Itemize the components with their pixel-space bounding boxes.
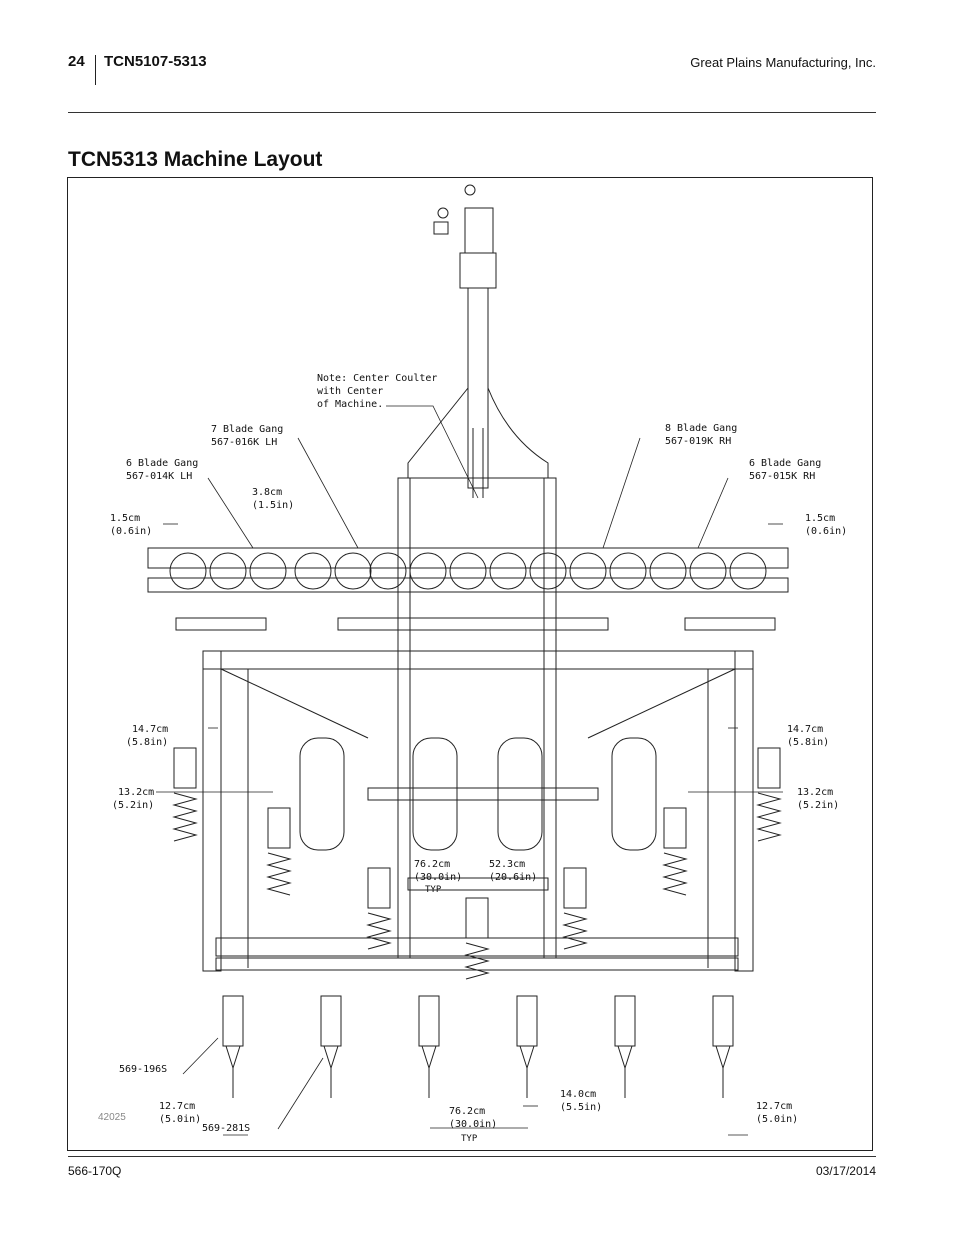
dim-3-8cm: 3.8cm (1.5in) [252,487,295,511]
dim-14-7cm-right: 14.7cm (5.8in) [787,724,830,748]
label-6-blade-gang-lh: 6 Blade Gang 567-014K LH [126,458,199,482]
company-name: Great Plains Manufacturing, Inc. [690,55,876,70]
model-number: TCN5107-5313 [104,53,207,70]
publish-date: 03/17/2014 [815,1164,876,1178]
toolbar-frame [202,477,754,972]
label-8-blade-gang-rh: 8 Blade Gang 567-019K RH [665,423,738,447]
typ-mid: TYP [425,885,442,895]
dim-76-2cm-mid: 76.2cm (30.0in) [414,859,463,883]
shank-springs [172,747,782,980]
dim-14-7cm-left: 14.7cm (5.8in) [126,724,169,748]
dim-1-5cm-right: 1.5cm (0.6in) [805,513,848,537]
dim-52-3cm: 52.3cm (20.6in) [489,859,538,883]
tires [299,737,657,851]
rear-shanks [222,995,734,1098]
hitch-tongue [407,184,549,498]
dim-13-2cm-left: 13.2cm (5.2in) [112,787,155,811]
note-center-coulter: Note: Center Coulter with Center of Mach… [317,373,438,410]
header-divider [95,55,96,85]
dim-13-2cm-right: 13.2cm (5.2in) [797,787,840,811]
part-569-196s: 569-196S [119,1064,168,1075]
dim-12-7cm-right: 12.7cm (5.0in) [756,1101,799,1125]
leader-lines [156,405,783,1136]
figure-number: 42025 [98,1112,126,1123]
dim-1-5cm-left: 1.5cm (0.6in) [110,513,153,537]
part-569-281s: 569-281S [202,1123,251,1134]
machine-drawing [147,184,789,1136]
dim-14-0cm: 14.0cm (5.5in) [560,1089,603,1113]
label-6-blade-gang-rh: 6 Blade Gang 567-015K RH [749,458,822,482]
front-gang-bars [147,547,789,631]
dim-76-2cm-bottom: 76.2cm (30.0in) [449,1106,498,1130]
machine-layout-diagram: Note: Center Coulter with Center of Mach… [67,177,873,1151]
footer-rule [68,1156,876,1157]
typ-bottom: TYP [461,1134,478,1144]
dim-12-7cm-left: 12.7cm (5.0in) [159,1101,202,1125]
coulter-blades [169,552,767,590]
label-7-blade-gang-lh: 7 Blade Gang 567-016K LH [211,424,284,448]
page-title: TCN5313 Machine Layout [68,148,323,171]
header-rule [68,112,876,113]
page-number: 24 [68,53,85,70]
doc-number: 566-170Q [68,1164,122,1178]
